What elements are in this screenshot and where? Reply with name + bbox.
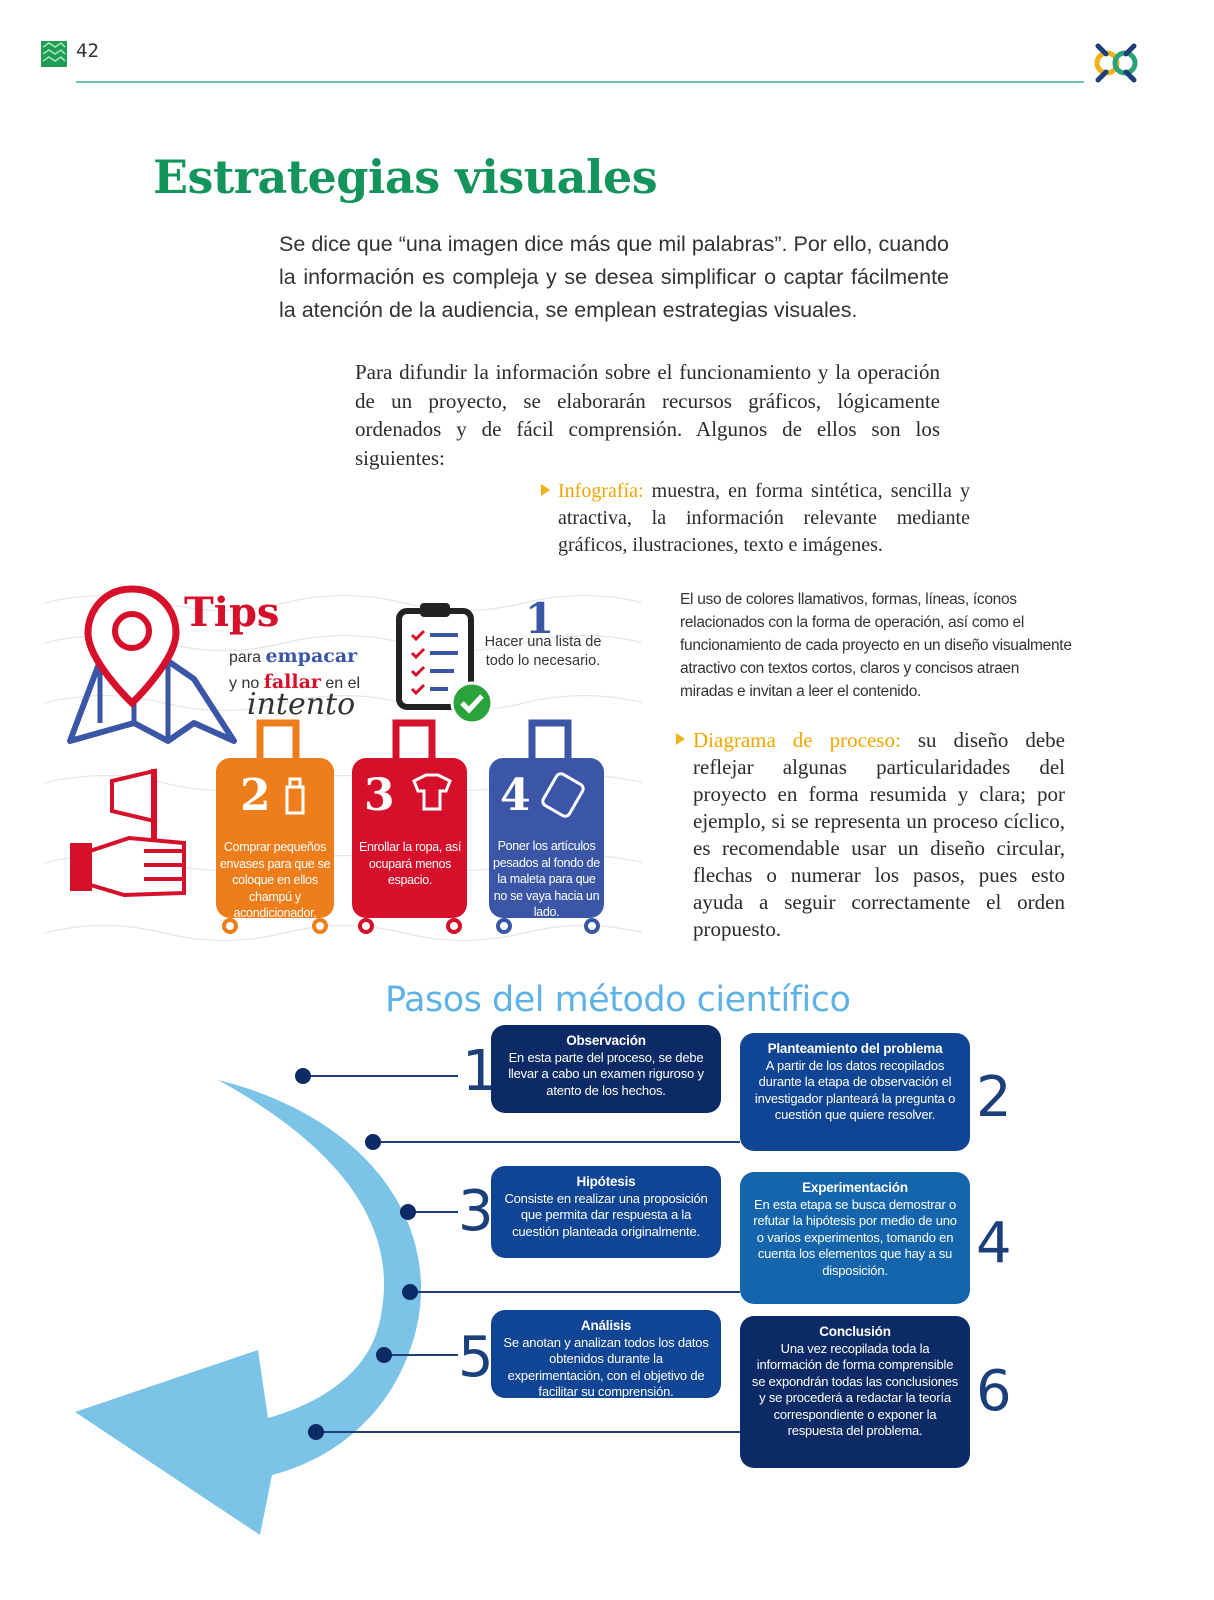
curved-arrow-art	[75, 1068, 740, 1535]
step-text: A partir de los datos recopilados durant…	[754, 1057, 956, 1123]
checklist-clipboard-icon	[396, 603, 494, 725]
suitcase-red: 3	[352, 719, 467, 934]
page-number: 42	[76, 40, 99, 62]
step-number: 6	[976, 1359, 1012, 1424]
tips-subtitle-line2: y no fallar en el	[229, 671, 360, 693]
side-note: El uso de colores llamativos, formas, lí…	[680, 591, 1072, 700]
collaboration-logo-icon	[1094, 43, 1138, 83]
tips-subtitle-emphasis: fallar	[263, 671, 321, 693]
svg-text:3: 3	[364, 770, 395, 821]
tips-subtitle-emphasis: empacar	[265, 645, 358, 667]
tips-subtitle-script: intento	[247, 687, 356, 722]
tip-1-text: Hacer una lista de todo lo necesario.	[484, 634, 602, 669]
step-text: En esta parte del proceso, se debe lleva…	[508, 1049, 704, 1098]
svg-text:2: 2	[240, 770, 271, 821]
tip-2-text: Comprar pequeños envases para que se col…	[219, 840, 331, 920]
tips-subtitle-text: y no	[229, 675, 264, 692]
page-title: Estrategias visuales	[153, 150, 658, 204]
step-number: 5	[458, 1325, 494, 1390]
step-text: Una vez recopilada toda la información d…	[751, 1340, 959, 1439]
step-box-analisis: Análisis Se anotan y analizan todos los …	[491, 1310, 721, 1400]
step-number: 4	[976, 1211, 1012, 1276]
diagram-title: Pasos del método científico	[385, 980, 851, 1020]
suitcase-blue: 4	[489, 719, 604, 934]
tip-4-text: Poner los artículos pesados al fondo de …	[493, 839, 600, 919]
body-paragraph: Para difundir la información sobre el fu…	[355, 360, 940, 470]
curved-arrow-icon	[75, 1080, 422, 1535]
step-title: Experimentación	[802, 1180, 908, 1195]
tips-subtitle-text: en el	[320, 675, 361, 692]
suitcase-orange: 2	[216, 719, 334, 934]
step-box-observacion: Observación En esta parte del proceso, s…	[491, 1025, 721, 1113]
step-title: Hipótesis	[576, 1174, 636, 1189]
scientific-method-diagram: 1 Observación En esta parte del proceso,…	[0, 1025, 1214, 1550]
hand-flag-icon	[70, 768, 186, 898]
step-number: 2	[976, 1065, 1012, 1130]
tip-3-text: Enrollar la ropa, así ocupará menos espa…	[358, 840, 462, 887]
bullet-triangle-icon	[676, 733, 685, 745]
infographic-art: 1 2 3 4	[44, 585, 642, 942]
bullet-text: su diseño debe reflejar algunas particul…	[693, 728, 1065, 941]
step-box-planteamiento: Planteamiento del problema A partir de l…	[740, 1033, 970, 1151]
header-rule	[76, 81, 1084, 83]
tips-subtitle-text: para	[229, 649, 266, 666]
step-title: Observación	[566, 1033, 646, 1048]
step-box-hipotesis: Hipótesis Consiste en realizar una propo…	[491, 1166, 721, 1258]
pattern-icon	[41, 41, 67, 67]
step-number: 3	[458, 1179, 494, 1244]
bullet-diagrama: Diagrama de proceso: su diseño debe refl…	[676, 727, 1065, 943]
step-title: Análisis	[580, 1318, 632, 1333]
step-box-experimentacion: Experimentación En esta etapa se busca d…	[740, 1172, 970, 1304]
bullet-term: Infografía:	[558, 480, 644, 502]
step-title: Conclusión	[819, 1324, 891, 1339]
location-pin-icon	[84, 585, 180, 708]
step-text: En esta etapa se busca demostrar o refut…	[753, 1196, 957, 1278]
tip-number-1: 1	[525, 594, 554, 643]
bullet-triangle-icon	[541, 484, 550, 496]
bullet-infografia: Infografía: muestra, en forma sintética,…	[541, 478, 970, 559]
bullet-text: muestra, en forma sintética, sencilla y …	[558, 480, 970, 556]
svg-text:4: 4	[500, 770, 531, 821]
step-text: Consiste en realizar una proposición que…	[504, 1190, 708, 1239]
tips-title: Tips	[184, 589, 280, 636]
tips-subtitle-line1: para empacar	[229, 645, 357, 667]
bullet-term: Diagrama de proceso:	[693, 728, 901, 752]
step-text: Se anotan y analizan todos los datos obt…	[503, 1334, 709, 1400]
step-title: Planteamiento del problema	[767, 1041, 943, 1056]
intro-paragraph: Se dice que “una imagen dice más que mil…	[279, 232, 949, 322]
step-box-conclusion: Conclusión Una vez recopilada toda la in…	[740, 1316, 970, 1468]
packing-tips-infographic: 1 2 3 4 Tips para empacar	[44, 583, 642, 968]
